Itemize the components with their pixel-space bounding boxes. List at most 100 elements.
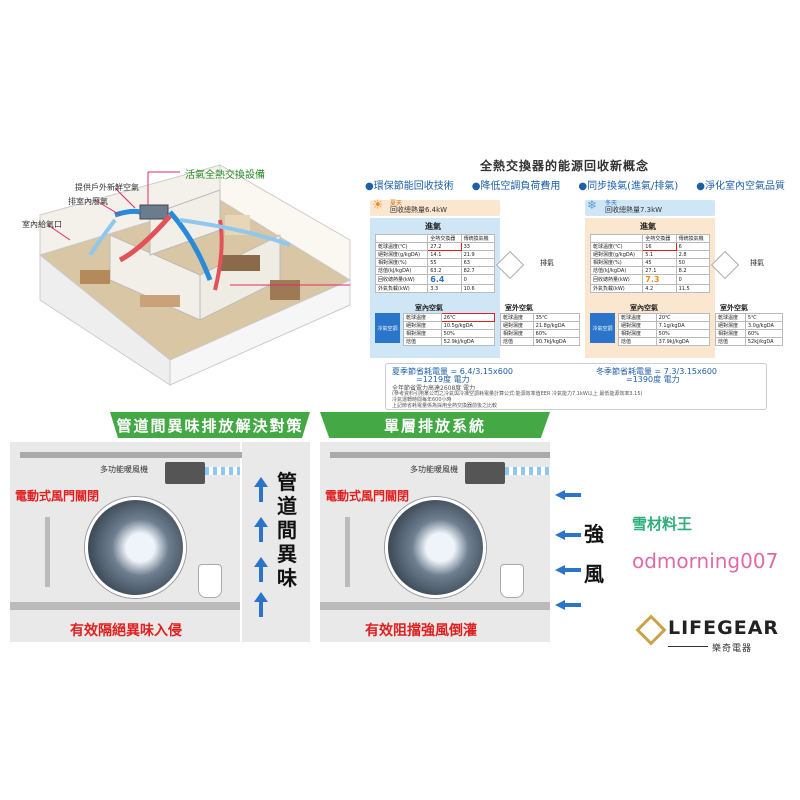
ceiling-beam bbox=[330, 452, 550, 458]
vertical-char: 管 bbox=[277, 470, 297, 494]
footnote-1: (參考資料引用某公司之冷氣與冷凍空調耗電量計算公式:能源效率值EER 冷氣能力7… bbox=[392, 391, 643, 397]
feature-item: ●環保節能回收技術 bbox=[365, 181, 454, 192]
heat-exchanger-device bbox=[139, 204, 169, 220]
table-header: 傳統換氣機 bbox=[675, 234, 711, 243]
winter-intake-label: 進氣 bbox=[640, 222, 656, 231]
house-illustration: 活氣全熱交換設備 提供戶外新鮮空氣 排室內廢氣 室內給氧口 bbox=[20, 160, 365, 395]
summer-exhaust-label: 排氣 bbox=[540, 259, 554, 267]
summer-recovery: 回收總熱量6.4kW bbox=[390, 206, 448, 214]
damper-label: 電動式風門關閉 bbox=[325, 489, 410, 503]
table-header: 傳統換氣機 bbox=[460, 234, 496, 243]
shower-icon bbox=[45, 517, 50, 587]
winter-panel: ❄ 冬天 回收總熱量7.3kW bbox=[585, 198, 715, 216]
shower-icon bbox=[345, 517, 350, 587]
brand-name: LIFEGEAR bbox=[668, 617, 780, 639]
arrow-left-icon bbox=[555, 600, 581, 610]
table-header bbox=[589, 234, 644, 243]
year-total: 全年節省電力高達2608度 電力 bbox=[392, 385, 476, 392]
table-header: 全熱交換器 bbox=[427, 234, 462, 243]
table-header: 全熱交換器 bbox=[642, 234, 677, 243]
arrow-up-icon bbox=[254, 517, 268, 542]
vertical-char: 道 bbox=[277, 494, 297, 518]
wind-banner: 單層排放系統 bbox=[320, 412, 550, 438]
summer-calc: 夏季節省耗電量 = 6.4/3.15x600 bbox=[392, 367, 514, 376]
fan-unit bbox=[465, 462, 505, 484]
arrow-left-icon bbox=[555, 530, 581, 540]
toilet-icon bbox=[198, 564, 222, 598]
footnote-3: 上記節省耗電量係為採用全熱交換器前後之比較 bbox=[392, 403, 498, 409]
arrow-up-icon bbox=[254, 592, 268, 617]
exhaust-label: 排室內廢氣 bbox=[68, 197, 108, 206]
feature-item: ●淨化室內空氣品質 bbox=[696, 181, 785, 192]
feature-item: ●同步換氣(進氣/排氣) bbox=[578, 181, 679, 192]
arrow-left-icon bbox=[555, 490, 581, 500]
odor-caption: 有效隔絕異味入侵 bbox=[70, 623, 182, 639]
house-cutaway-image bbox=[38, 164, 352, 386]
arrow-up-icon bbox=[254, 477, 268, 502]
energy-title: 全熱交換器的能源回收新概念 bbox=[480, 159, 650, 173]
sun-icon: ☀ bbox=[372, 198, 384, 213]
duct bbox=[505, 467, 550, 475]
brand-rule bbox=[668, 646, 708, 647]
summer-season: 夏天 bbox=[390, 200, 403, 207]
summer-exchanger-icon bbox=[495, 250, 525, 280]
shaft bbox=[242, 442, 310, 642]
arrow-left-icon bbox=[555, 565, 581, 575]
summer-indoor-label: 室內空氣 bbox=[415, 304, 443, 312]
fresh-air-label: 提供戶外新鮮空氣 bbox=[75, 183, 139, 192]
winter-calc: 冬季節省耗電量 = 7.3/3.15x600 bbox=[596, 367, 718, 376]
footnote-2: 冷氣運轉時間每年600小時 bbox=[392, 397, 452, 403]
damper-zoom-circle bbox=[85, 497, 186, 598]
odor-panel: 管道間異味排放解決對策 多功能暖風機 電動式風門關閉 管 道 間 異 味 有效隔… bbox=[10, 412, 310, 642]
vertical-char: 味 bbox=[277, 566, 297, 590]
snowflake-icon: ❄ bbox=[587, 198, 598, 212]
winter-season: 冬天 bbox=[605, 200, 618, 207]
brand-sub: 樂奇電器 bbox=[712, 644, 753, 654]
winter-indoor-label: 室內空氣 bbox=[630, 304, 658, 312]
savings-box: 夏季節省耗電量 = 6.4/3.15x600 =1219度 電力 冬季節省耗電量… bbox=[385, 363, 767, 410]
damper-label: 電動式風門關閉 bbox=[15, 489, 100, 503]
vertical-char: 間 bbox=[277, 518, 297, 542]
odor-banner: 管道間異味排放解決對策 bbox=[110, 412, 310, 438]
duct bbox=[205, 467, 240, 475]
fan-label: 多功能暖風機 bbox=[410, 465, 458, 474]
vertical-char: 異 bbox=[277, 542, 297, 566]
vertical-char: 強 bbox=[584, 522, 604, 546]
floor-slab bbox=[10, 602, 240, 610]
summer-intake-label: 進氣 bbox=[425, 222, 441, 231]
winter-outdoor-label: 室外空氣 bbox=[720, 304, 748, 312]
summer-ac-label: 冷氣空調 bbox=[375, 313, 400, 343]
lifegear-logo-icon bbox=[635, 614, 667, 646]
feature-item: ●降低空調負荷費用 bbox=[471, 181, 561, 192]
wind-vertical-text: 強 風 bbox=[582, 522, 606, 586]
watermark-line1: 雪材料王 bbox=[632, 515, 693, 533]
winter-result: =1390度 電力 bbox=[626, 375, 680, 384]
fan-label: 多功能暖風機 bbox=[100, 465, 148, 474]
shaft-vertical-text: 管 道 間 異 味 bbox=[275, 470, 299, 590]
ceiling-beam bbox=[20, 452, 245, 458]
winter-exchanger-icon bbox=[710, 250, 740, 280]
